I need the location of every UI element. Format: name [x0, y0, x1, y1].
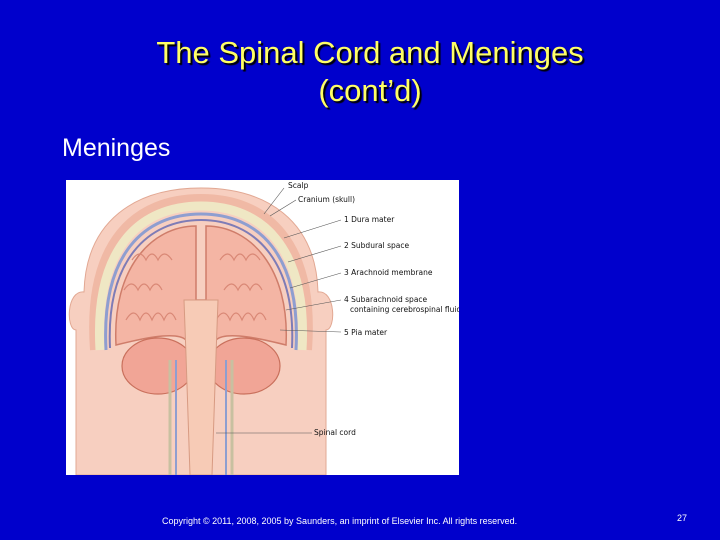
label-cranium: Cranium (skull) — [298, 195, 355, 204]
spinal-cord — [184, 300, 218, 475]
label-dura-mater: 1 Dura mater — [344, 215, 395, 224]
label-subarachnoid-space-2: containing cerebrospinal fluid — [350, 305, 459, 314]
label-arachnoid-membrane: 3 Arachnoid membrane — [344, 268, 433, 277]
title-line-2: (cont’d) — [60, 72, 680, 110]
label-subarachnoid-space: 4 Subarachnoid space — [344, 295, 428, 304]
label-subdural-space: 2 Subdural space — [344, 241, 409, 250]
label-scalp: Scalp — [288, 181, 309, 190]
slide-title: The Spinal Cord and Meninges (cont’d) — [60, 34, 680, 110]
meninges-illustration: Scalp Cranium (skull) 1 Dura mater 2 Sub… — [66, 180, 459, 475]
label-pia-mater: 5 Pia mater — [344, 328, 388, 337]
label-spinal-cord: Spinal cord — [314, 428, 356, 437]
page-number: 27 — [677, 513, 687, 523]
cerebellum-left — [122, 338, 194, 394]
slide-subtitle: Meninges — [62, 134, 170, 163]
copyright-notice: Copyright © 2011, 2008, 2005 by Saunders… — [162, 516, 517, 526]
title-line-1: The Spinal Cord and Meninges — [60, 34, 680, 72]
cerebellum-right — [208, 338, 280, 394]
